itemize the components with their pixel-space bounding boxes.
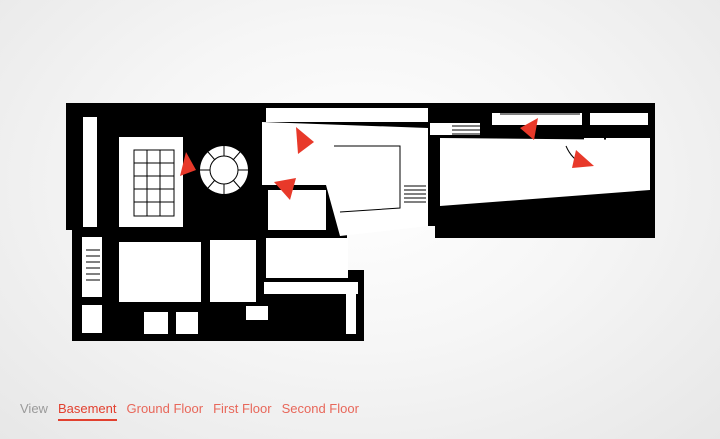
red-triangle-arrow-icon — [274, 178, 296, 200]
red-triangle-arrow-icon — [572, 150, 594, 168]
tab-first-floor[interactable]: First Floor — [213, 401, 272, 416]
view-arrows — [180, 118, 594, 200]
red-triangle-arrow-icon — [180, 152, 196, 176]
tab-basement[interactable]: Basement — [57, 401, 117, 421]
tab-ground-floor[interactable]: Ground Floor — [126, 401, 204, 416]
floor-navigation: View Basement Ground Floor First Floor S… — [20, 401, 359, 421]
plan-details — [86, 113, 585, 281]
red-triangle-arrow-icon — [520, 118, 538, 140]
rooms — [82, 108, 650, 334]
tab-second-floor[interactable]: Second Floor — [281, 401, 359, 416]
view-label: View — [20, 401, 48, 416]
red-triangle-arrow-icon — [296, 127, 314, 154]
floor-plan — [66, 103, 655, 341]
